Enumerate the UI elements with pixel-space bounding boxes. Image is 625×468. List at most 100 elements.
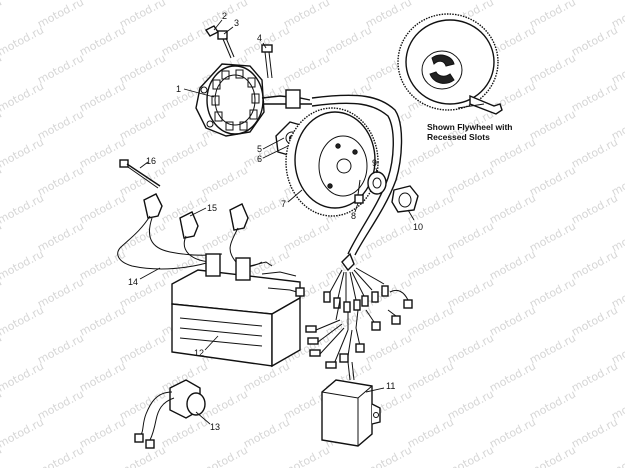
watermark-text: motod.ru	[159, 0, 210, 3]
watermark-text: motod.ru	[117, 107, 168, 142]
watermark-text: motod.ru	[363, 0, 414, 31]
callout-2: 2	[222, 11, 227, 21]
watermark-text: motod.ru	[0, 0, 46, 3]
watermark-text: motod.ru	[487, 415, 538, 450]
watermark-text: motod.ru	[527, 443, 578, 468]
watermark-text: motod.ru	[0, 443, 4, 468]
watermark-text: motod.ru	[405, 247, 456, 282]
regulator	[321, 379, 381, 447]
watermark-text: motod.ru	[445, 331, 496, 366]
flywheel-caption-line1: Shown Flywheel with	[427, 122, 512, 132]
callout-15: 15	[207, 203, 217, 213]
watermark-text: motod.ru	[35, 387, 86, 422]
watermark-text: motod.ru	[487, 303, 538, 338]
watermark-text: motod.ru	[35, 163, 86, 198]
watermark-text: motod.ru	[77, 247, 128, 282]
watermark-text: motod.ru	[445, 219, 496, 254]
watermark-text: motod.ru	[0, 415, 46, 450]
screw-4	[261, 44, 273, 79]
watermark-text: motod.ru	[527, 275, 578, 310]
watermark-text: motod.ru	[527, 387, 578, 422]
watermark-text: motod.ru	[527, 51, 578, 86]
watermark-text: motod.ru	[445, 163, 496, 198]
watermark-text: motod.ru	[35, 0, 86, 31]
watermark-text: motod.ru	[241, 191, 292, 226]
watermark-text: motod.ru	[569, 135, 620, 170]
watermark-text: motod.ru	[405, 303, 456, 338]
watermark-text: motod.ru	[77, 191, 128, 226]
watermark-text: motod.ru	[0, 135, 46, 170]
watermark-text: motod.ru	[117, 163, 168, 198]
watermark-text: motod.ru	[241, 23, 292, 58]
watermark-text: motod.ru	[199, 387, 250, 422]
watermark-text: motod.ru	[487, 191, 538, 226]
watermark-text: motod.ru	[0, 79, 46, 114]
callout-4: 4	[257, 33, 262, 43]
watermark-text: motod.ru	[35, 443, 86, 468]
watermark-text: motod.ru	[569, 415, 620, 450]
callout-14: 14	[128, 277, 138, 287]
cdi-box	[171, 253, 305, 368]
callout-3: 3	[234, 18, 239, 28]
watermark-text: motod.ru	[117, 443, 168, 468]
watermark-text: motod.ru	[35, 219, 86, 254]
watermark-text: motod.ru	[199, 163, 250, 198]
washer-9	[367, 171, 387, 195]
watermark-text: motod.ru	[0, 0, 4, 31]
watermark-text: motod.ru	[0, 359, 46, 394]
watermark-text: motod.ru	[405, 359, 456, 394]
watermark-text: motod.ru	[35, 275, 86, 310]
watermark-text: motod.ru	[527, 163, 578, 198]
watermark-text: motod.ru	[117, 51, 168, 86]
watermark-text: motod.ru	[281, 219, 332, 254]
watermark-text: motod.ru	[323, 23, 374, 58]
callout-12: 12	[194, 348, 204, 358]
callout-13: 13	[210, 422, 220, 432]
callout-8: 8	[351, 211, 356, 221]
watermark-text: motod.ru	[363, 443, 414, 468]
watermark-text: motod.ru	[159, 23, 210, 58]
watermark-text: motod.ru	[241, 415, 292, 450]
watermark-text: motod.ru	[0, 191, 46, 226]
watermark-text: motod.ru	[117, 0, 168, 31]
watermark-text: motod.ru	[77, 359, 128, 394]
nut-10	[391, 185, 419, 213]
callout-7: 7	[281, 199, 286, 209]
watermark-text: motod.ru	[77, 415, 128, 450]
watermark-text: motod.ru	[281, 51, 332, 86]
watermark-text: motod.ru	[117, 387, 168, 422]
watermark-text: motod.ru	[569, 359, 620, 394]
callout-labels: 1 2 3 4 5 6 7 8 9 10 11 12 13 14 15 16	[128, 11, 423, 432]
flywheel-caption-line2: Recessed Slots	[427, 132, 490, 142]
watermark-text: motod.ru	[445, 443, 496, 468]
callout-1: 1	[176, 84, 181, 94]
watermark-text: motod.ru	[77, 0, 128, 3]
watermark-text: motod.ru	[609, 443, 625, 468]
watermark-text: motod.ru	[159, 135, 210, 170]
watermark-text: motod.ru	[159, 415, 210, 450]
flywheel-recessed-slots	[397, 13, 503, 115]
callout-10: 10	[413, 222, 423, 232]
watermark-text: motod.ru	[281, 0, 332, 31]
bolt-16	[119, 159, 161, 189]
watermark-text: motod.ru	[527, 0, 578, 31]
watermark-text: motod.ru	[0, 247, 46, 282]
watermark-text: motod.ru	[363, 331, 414, 366]
callout-16: 16	[146, 156, 156, 166]
flywheel-front	[285, 107, 379, 217]
watermark-text: motod.ru	[445, 275, 496, 310]
watermark-text: motod.ru	[487, 247, 538, 282]
watermark-text: motod.ru	[527, 107, 578, 142]
watermark-text: motod.ru	[527, 331, 578, 366]
watermark-text: motod.ru	[241, 0, 292, 3]
callout-6: 6	[257, 154, 262, 164]
watermark-text: motod.ru	[569, 79, 620, 114]
watermark-text: motod.ru	[281, 443, 332, 468]
watermark-text: motod.ru	[569, 247, 620, 282]
watermark-text: motod.ru	[569, 0, 620, 3]
watermark-text: motod.ru	[117, 275, 168, 310]
watermark-text: motod.ru	[199, 443, 250, 468]
watermark-text: motod.ru	[323, 0, 374, 3]
